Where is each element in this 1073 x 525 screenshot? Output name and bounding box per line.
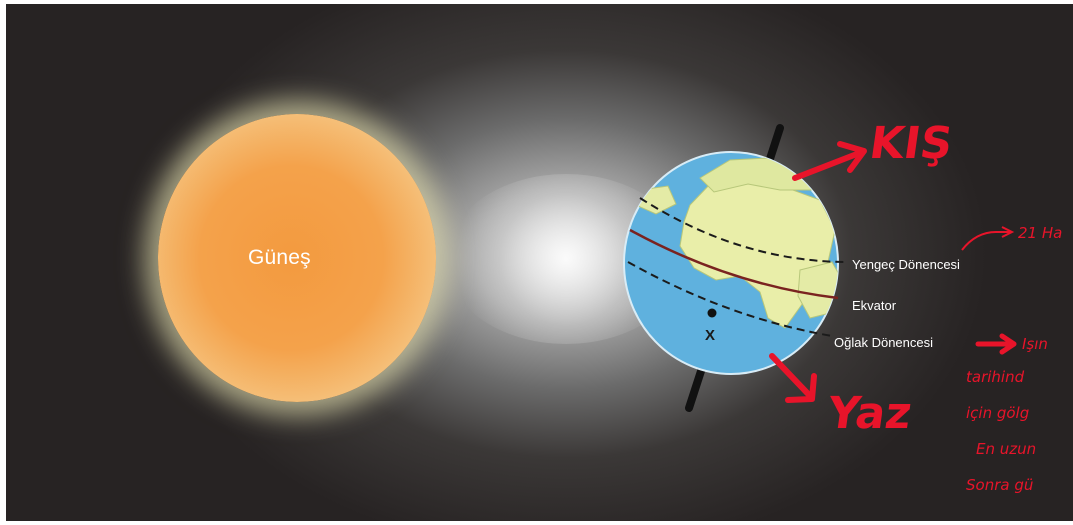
equator-line [629, 228, 839, 300]
tropic-of-capricorn-line [627, 261, 833, 337]
date-note-bracket [961, 231, 1010, 251]
tropic-of-cancer-label: Yengeç Dönencesi [852, 257, 960, 272]
equator-label: Ekvator [852, 298, 897, 313]
note-line-5: Sonra gü [966, 476, 1034, 494]
note-line-2: tarihind [966, 368, 1025, 386]
summer-arrow [769, 353, 817, 403]
point-x-marker [707, 308, 717, 318]
capricorn-arrow [975, 333, 1017, 355]
date-note-arrowhead [1001, 226, 1015, 238]
date-note: 21 Ha [1018, 224, 1063, 242]
note-line-3: için gölg [966, 404, 1030, 422]
note-line-1: Işın [1022, 335, 1048, 353]
sun-label: Güneş [248, 246, 311, 269]
winter-arrow [792, 141, 867, 181]
tropic-of-capricorn-label: Oğlak Dönencesi [834, 335, 933, 350]
winter-note: KIŞ [866, 118, 956, 169]
tropic-of-cancer-line [639, 197, 849, 263]
note-line-4: En uzun [976, 440, 1037, 458]
point-x-label: X [705, 327, 716, 344]
summer-note: Yaz [824, 388, 915, 439]
sun [158, 114, 436, 402]
